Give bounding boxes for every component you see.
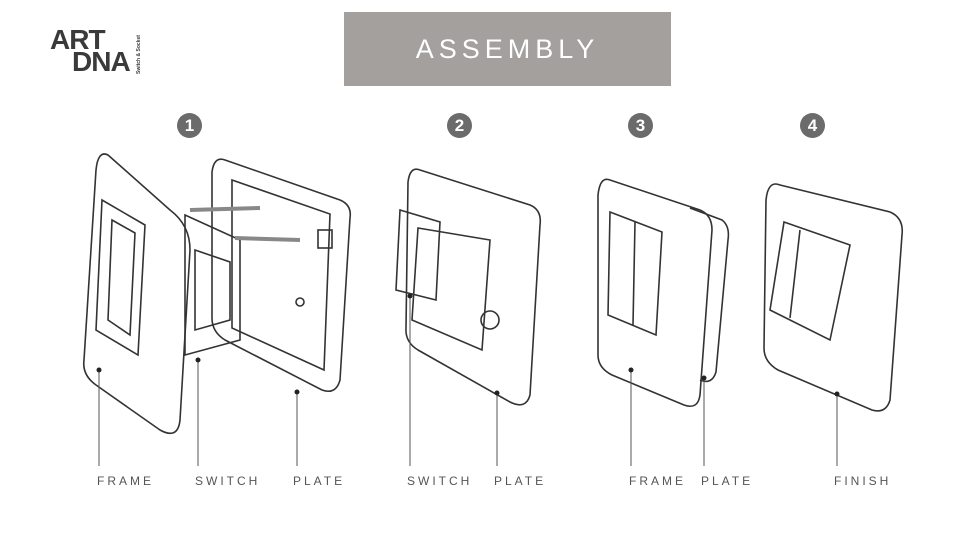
step1-plate-drawing: [211, 158, 352, 393]
label-plate: PLATE: [494, 474, 547, 488]
direction-arrows: [189, 206, 301, 242]
label-plate: PLATE: [701, 474, 754, 488]
label-switch: SWITCH: [407, 474, 473, 488]
leader-lines: [98, 296, 838, 466]
step-4-badge: 4: [800, 113, 825, 138]
label-finish: FINISH: [834, 474, 892, 488]
step2-drawing: [395, 168, 542, 406]
banner-title: ASSEMBLY: [415, 33, 600, 64]
label-switch: SWITCH: [195, 474, 261, 488]
step-3-badge: 3: [628, 113, 653, 138]
leader-dots: [96, 293, 840, 397]
step1-switch-drawing: [184, 213, 241, 357]
label-frame: FRAME: [97, 474, 154, 488]
step1-frame-drawing: [82, 153, 191, 435]
step4-drawing: [763, 183, 904, 412]
step-1-badge: 1: [177, 113, 202, 138]
label-plate: PLATE: [293, 474, 346, 488]
step3-drawing: [597, 178, 730, 408]
label-frame: FRAME: [629, 474, 686, 488]
logo-line1: ART: [50, 24, 106, 55]
logo-line2: DNA: [72, 46, 131, 77]
assembly-banner: ASSEMBLY: [344, 12, 671, 86]
brand-logo: ART DNA Switch & Socket: [50, 24, 160, 78]
step-2-badge: 2: [447, 113, 472, 138]
